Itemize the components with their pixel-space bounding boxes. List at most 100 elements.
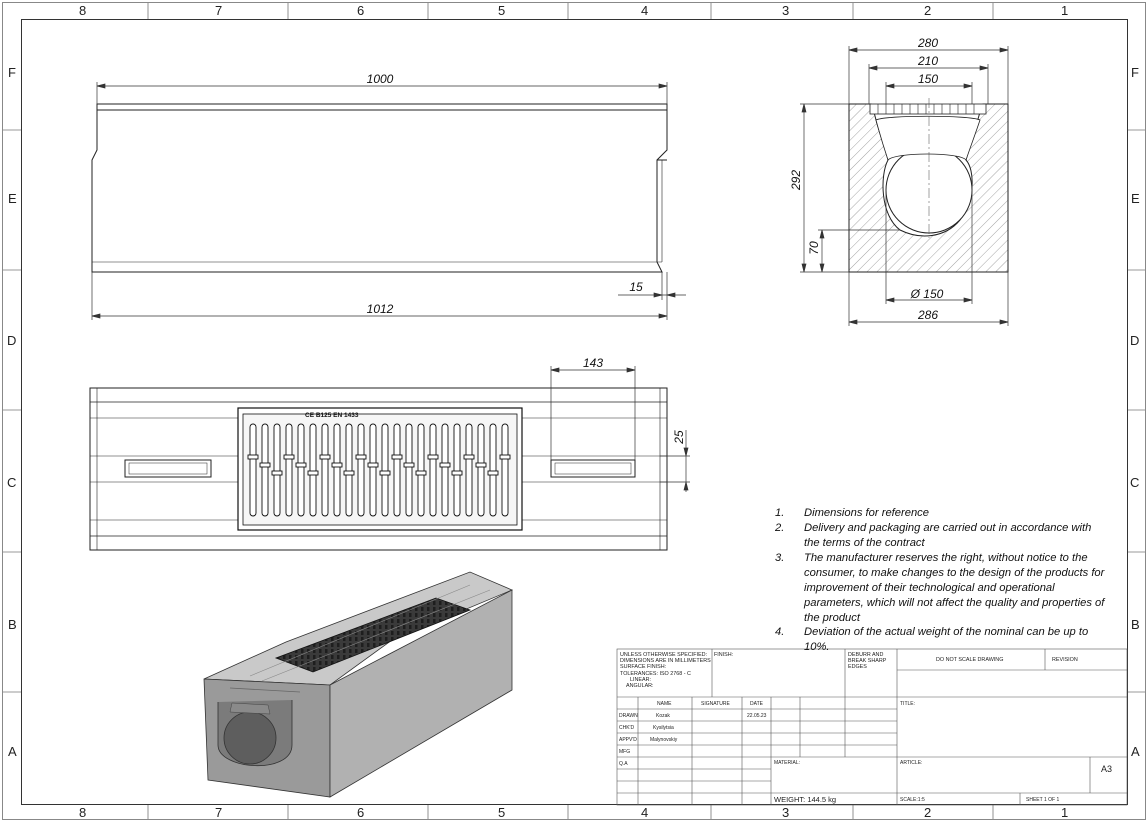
grate-slot <box>405 423 413 517</box>
tb-deburr-line: EDGES <box>848 664 867 671</box>
tb-role-drawn: DRAWN <box>619 713 638 719</box>
grate-crossbar <box>499 454 511 460</box>
tb-finish: FINISH: <box>714 652 734 658</box>
grate-slot <box>477 423 485 517</box>
dim-1000: 1000 <box>367 72 394 86</box>
note-2-text: Delivery and packaging are carried out i… <box>804 522 1092 549</box>
zone-col-4: 4 <box>641 3 649 18</box>
zone-row-c-right: C <box>1130 475 1140 490</box>
zone-row-b: B <box>8 617 17 632</box>
zone-col-1: 1 <box>1061 3 1069 18</box>
dim-143: 143 <box>583 356 603 370</box>
zone-col-8-bottom: 8 <box>79 805 87 820</box>
zone-row-f: F <box>8 65 16 80</box>
tb-deburr-line: DEBURR AND <box>848 652 884 658</box>
zone-row-f-right: F <box>1131 65 1139 80</box>
tb-name-approved: Malynovskiy <box>650 737 678 743</box>
grate-crossbar <box>415 470 427 476</box>
grate-crossbar <box>259 462 271 468</box>
zone-col-7-bottom: 7 <box>215 805 223 820</box>
grate-marking: CE B125 EN 1433 <box>305 412 359 419</box>
grate-slot <box>285 423 293 517</box>
general-tolerances: UNLESS OTHERWISE SPECIFIED: DIMENSIONS A… <box>620 652 712 689</box>
dim-70: 70 <box>807 241 821 255</box>
note-4-number: 4. <box>775 626 785 638</box>
zone-row-d-right: D <box>1130 333 1140 348</box>
tb-sheet-count: SHEET 1 OF 1 <box>1026 797 1060 803</box>
note-4-text: Deviation of the actual weight of the no… <box>804 626 1089 653</box>
tb-article-label: ARTICLE: <box>900 760 923 766</box>
tb-do-not-scale: DO NOT SCALE DRAWING <box>936 657 1004 663</box>
grate-slot <box>465 423 473 517</box>
tb-revision: REVISION <box>1052 657 1078 663</box>
zone-col-1-bottom: 1 <box>1061 805 1069 820</box>
grate-crossbar <box>343 470 355 476</box>
tb-header-name: NAME <box>657 701 672 707</box>
zone-row-a-right: A <box>1131 744 1140 759</box>
grate-crossbar <box>391 454 403 460</box>
grate-crossbar <box>427 454 439 460</box>
title-block-grid <box>616 648 1128 806</box>
tb-title-label: TITLE: <box>900 701 916 707</box>
zone-row-a: A <box>8 744 17 759</box>
grate-crossbar <box>367 462 379 468</box>
dim-286: 286 <box>917 308 938 322</box>
tb-sheet-size: A3 <box>1101 764 1113 774</box>
note-1-text: Dimensions for reference <box>804 507 929 519</box>
tb-general-line: ANGULAR: <box>626 683 654 690</box>
tb-general-line: LINEAR: <box>630 676 651 683</box>
grate-slot <box>345 423 353 517</box>
grate-crossbar <box>283 454 295 460</box>
dim-25: 25 <box>672 430 686 445</box>
zone-col-2-bottom: 2 <box>924 805 932 820</box>
grate-slot <box>441 423 449 517</box>
note-3-number: 3. <box>775 552 785 564</box>
cross-section <box>848 98 1009 273</box>
tb-header-date: DATE <box>750 701 763 707</box>
zone-col-3-bottom: 3 <box>782 805 790 820</box>
grate-slot <box>381 423 389 517</box>
grate-crossbar <box>331 462 343 468</box>
grate-crossbar <box>355 454 367 460</box>
inner-frame <box>21 19 1128 805</box>
dim-1012: 1012 <box>367 302 394 316</box>
tb-weight: WEIGHT: 144.5 kg <box>774 795 837 804</box>
tb-general-line: DIMENSIONS ARE IN MILLIMETERS <box>620 658 711 665</box>
dim-150: 150 <box>918 72 938 86</box>
side-view <box>91 103 668 273</box>
tb-date-drawn: 22.05.23 <box>747 713 767 719</box>
grate-slot <box>429 423 437 517</box>
grate-crossbar <box>247 454 259 460</box>
note-2-number: 2. <box>775 522 785 534</box>
dim-292: 292 <box>789 170 803 191</box>
zone-col-6-bottom: 6 <box>357 805 365 820</box>
dim-280: 280 <box>917 36 938 50</box>
zone-col-5-bottom: 5 <box>498 805 506 820</box>
tb-name-checked: Kysilytsia <box>653 725 674 731</box>
zone-row-b-right: B <box>1131 617 1140 632</box>
grate-crossbar <box>271 470 283 476</box>
tb-general-line: TOLERANCES: ISO 2768 - C <box>620 670 691 677</box>
grate-crossbar <box>295 462 307 468</box>
grate-slot <box>501 423 509 517</box>
grate-bars <box>247 423 511 517</box>
grate-crossbar <box>307 470 319 476</box>
zone-ticks <box>3 3 1145 819</box>
grate-slot <box>489 423 497 517</box>
note-3-text: The manufacturer reserves the right, wit… <box>804 552 1105 624</box>
tb-role-approved: APPV'D <box>619 737 637 743</box>
grate-slot <box>357 423 365 517</box>
grate-slot <box>393 423 401 517</box>
grate-slot <box>261 423 269 517</box>
grate-slot <box>309 423 317 517</box>
grate-slot <box>453 423 461 517</box>
grate-slot <box>333 423 341 517</box>
side-dims <box>91 82 686 320</box>
zone-row-e: E <box>8 191 17 206</box>
grate-crossbar <box>451 470 463 476</box>
zone-col-2: 2 <box>924 3 932 18</box>
zone-row-e-right: E <box>1131 191 1140 206</box>
plan-dims <box>550 366 690 492</box>
